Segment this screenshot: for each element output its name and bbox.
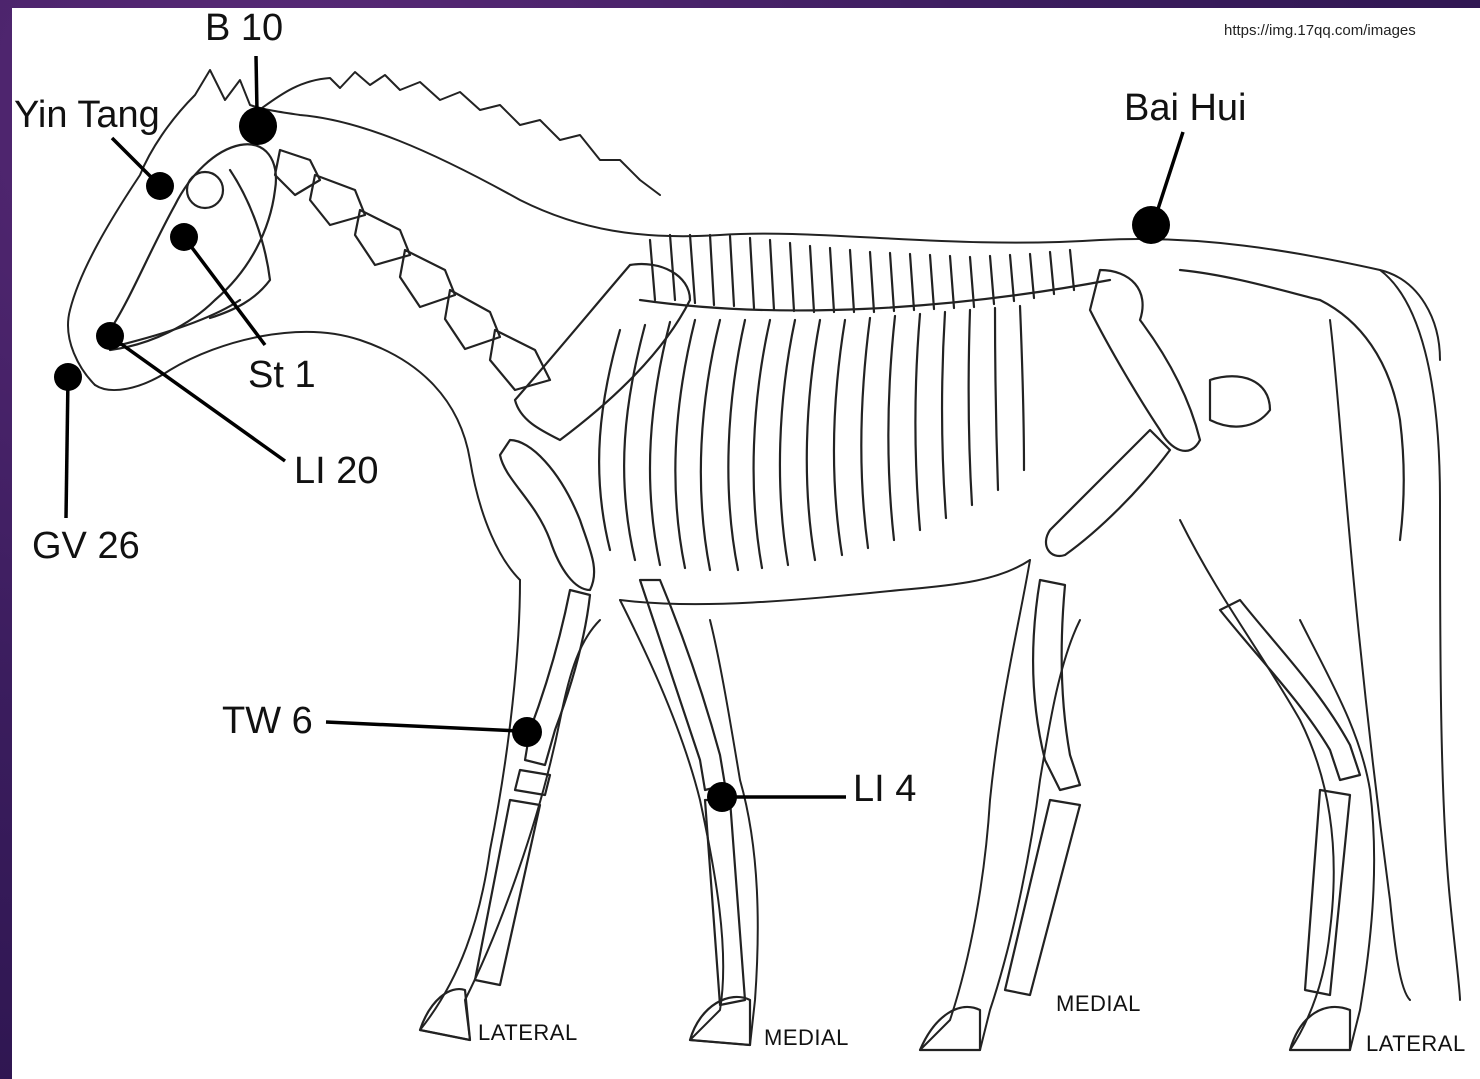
label-tw6: TW 6	[222, 700, 313, 742]
label-yin-tang: Yin Tang	[14, 94, 160, 136]
acupoint-markers	[54, 56, 1183, 812]
label-st1: St 1	[248, 354, 316, 396]
acupoint-dot-gv26	[54, 363, 82, 391]
leader-line	[256, 56, 257, 112]
acupoint-labels: B 10 Yin Tang St 1 LI 20 GV 26 Bai Hui T…	[14, 7, 1466, 1056]
leader-line	[1157, 132, 1183, 212]
label-b10: B 10	[205, 7, 283, 49]
label-gv26: GV 26	[32, 525, 140, 567]
label-li20: LI 20	[294, 450, 379, 492]
label-li4: LI 4	[853, 768, 916, 810]
acupoint-dot-b10	[239, 107, 277, 145]
acupoint-dot-bai-hui	[1132, 206, 1170, 244]
acupoint-dot-tw6	[512, 717, 542, 747]
horse-outline	[68, 70, 1460, 1050]
hoof-label-front-right: MEDIAL	[764, 1025, 849, 1050]
leader-line	[66, 377, 68, 518]
source-url-text: https://img.17qq.com/images	[1224, 22, 1416, 39]
hoof-label-front-left: LATERAL	[478, 1020, 578, 1045]
acupoint-dot-li4	[707, 782, 737, 812]
hoof-label-hind-left: MEDIAL	[1056, 991, 1141, 1016]
acupoint-dot-yin-tang	[146, 172, 174, 200]
label-bai-hui: Bai Hui	[1124, 87, 1247, 129]
hoof-label-hind-right: LATERAL	[1366, 1031, 1466, 1056]
acupoint-dot-li20	[96, 322, 124, 350]
acupoint-dot-st1	[170, 223, 198, 251]
leader-line	[326, 722, 520, 731]
